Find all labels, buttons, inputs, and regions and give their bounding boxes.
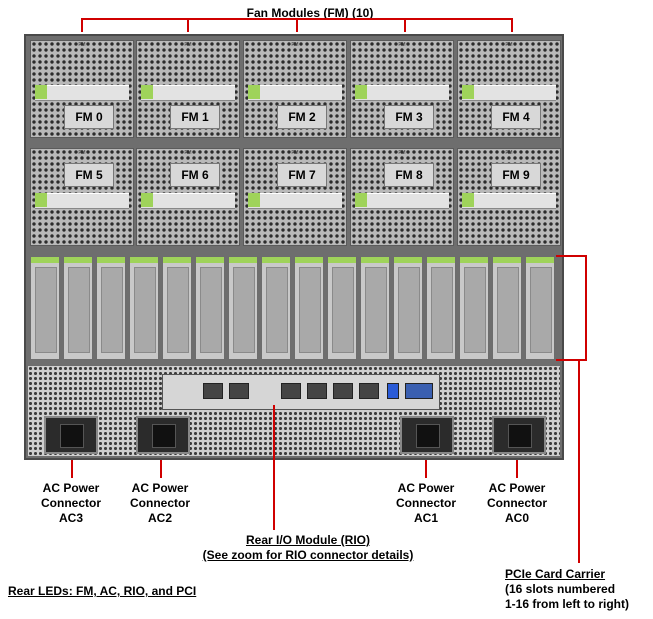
ac-inlet-ac2: [136, 416, 190, 454]
ac-inlet-ac1: [400, 416, 454, 454]
pcie-slot: [327, 256, 357, 360]
fan-module: FM FM 9: [457, 148, 561, 246]
network-port: [333, 383, 353, 399]
callout-rio: [273, 405, 275, 530]
fan-label: FM 0: [64, 105, 114, 129]
fan-module: FM FM 7: [243, 148, 347, 246]
fan-label: FM 6: [170, 163, 220, 187]
rear-leds-label: Rear LEDs: FM, AC, RIO, and PCI: [8, 584, 197, 598]
pcie-bracket-side: [585, 255, 587, 361]
network-port: [359, 383, 379, 399]
callout-pcie: [578, 361, 580, 563]
fan-module: FM FM 1: [136, 40, 240, 138]
fan-module: FM FM 4: [457, 40, 561, 138]
network-port: [203, 383, 223, 399]
fan-bracket-tick-2: [296, 18, 298, 32]
pcie-slot: [459, 256, 489, 360]
pcie-slot: [129, 256, 159, 360]
pcie-slot: [195, 256, 225, 360]
fan-modules-title: Fan Modules (FM) (10): [246, 6, 374, 20]
pcie-slot: [294, 256, 324, 360]
fan-bracket-tick-0: [81, 18, 83, 32]
ac-inlet-ac3: [44, 416, 98, 454]
usb-port: [387, 383, 399, 399]
rear-io-module: [162, 374, 440, 410]
fan-label: FM 4: [491, 105, 541, 129]
fan-label: FM 8: [384, 163, 434, 187]
pcie-bracket-top: [556, 255, 586, 257]
pcie-slot: [525, 256, 555, 360]
network-port: [281, 383, 301, 399]
vga-port: [405, 383, 433, 399]
callout-ac1: [425, 460, 427, 478]
callout-ac2: [160, 460, 162, 478]
pcie-slot: [228, 256, 258, 360]
fan-module: FM FM 2: [243, 40, 347, 138]
fan-bracket-tick-4: [511, 18, 513, 32]
pcie-slot: [96, 256, 126, 360]
ac-inlet-ac0: [492, 416, 546, 454]
fan-label: FM 2: [277, 105, 327, 129]
fan-module: FM FM 8: [350, 148, 454, 246]
fan-module: FM FM 6: [136, 148, 240, 246]
pcie-slot: [492, 256, 522, 360]
callout-ac3: [71, 460, 73, 478]
rio-label: Rear I/O Module (RIO)(See zoom for RIO c…: [202, 533, 414, 562]
pcie-slot: [393, 256, 423, 360]
pcie-slot: [360, 256, 390, 360]
network-port: [229, 383, 249, 399]
fan-module: FM FM 5: [30, 148, 134, 246]
fan-label: FM 9: [491, 163, 541, 187]
network-port: [307, 383, 327, 399]
server-chassis-rear: FM FM 0 FM FM 1 FM FM 2 FM FM 3 FM FM 4 …: [24, 34, 564, 460]
fan-label: FM 3: [384, 105, 434, 129]
fan-bracket-tick-1: [187, 18, 189, 32]
callout-ac0: [516, 460, 518, 478]
pcie-bracket-bottom: [556, 359, 586, 361]
fan-label: FM 7: [277, 163, 327, 187]
fan-bracket-tick-3: [404, 18, 406, 32]
pcie-slot: [63, 256, 93, 360]
fan-module: FM FM 0: [30, 40, 134, 138]
pcie-slot: [162, 256, 192, 360]
pcie-slot: [426, 256, 456, 360]
pcie-slot: [30, 256, 60, 360]
fan-label: FM 1: [170, 105, 220, 129]
pcie-slot: [261, 256, 291, 360]
fan-module: FM FM 3: [350, 40, 454, 138]
fan-label: FM 5: [64, 163, 114, 187]
